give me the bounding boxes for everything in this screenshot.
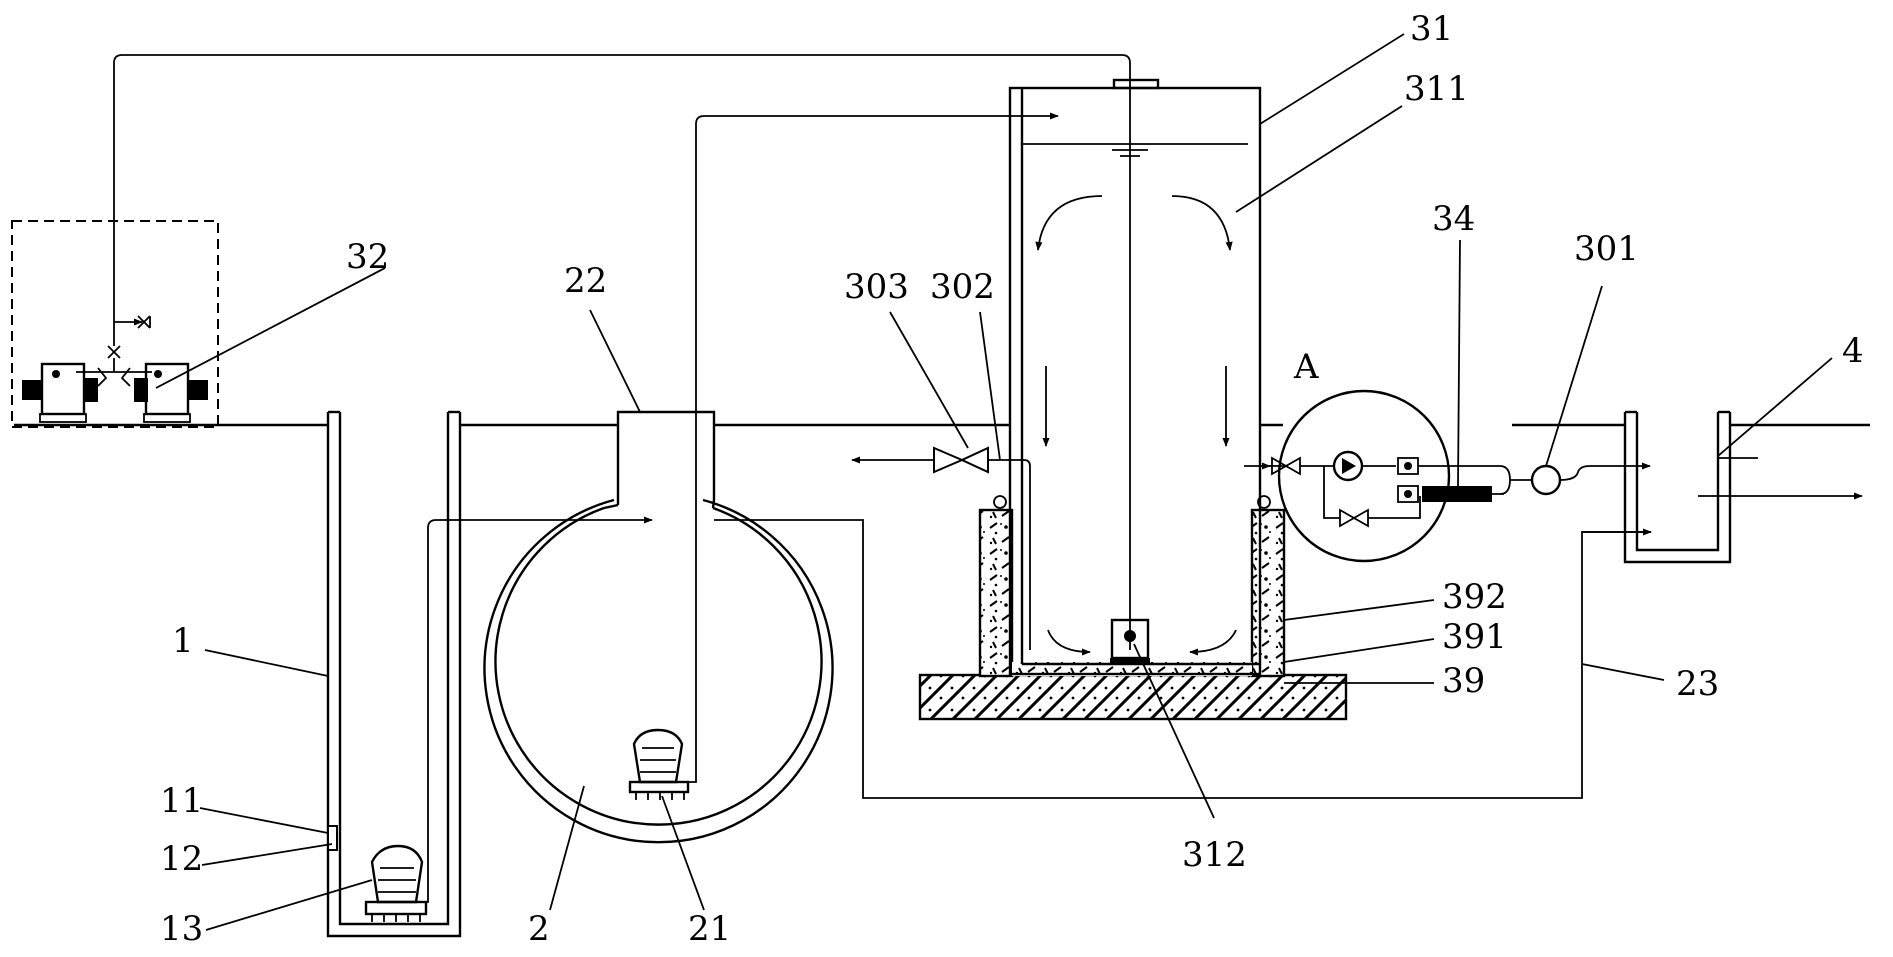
foundation-wall-left [978, 508, 1014, 678]
dosing-unit [11, 220, 219, 428]
label-21: 21 [688, 909, 731, 949]
left-outlet-pipe [988, 459, 1031, 650]
valve-303 [933, 446, 989, 474]
label-302: 302 [930, 267, 995, 307]
sump-outlet-pipe [422, 516, 653, 903]
labels: 1 11 12 13 2 21 22 23 31 311 312 32 34 3… [160, 9, 1864, 949]
dosing-pump-right [120, 362, 208, 423]
main-tank [1008, 78, 1262, 676]
label-23: 23 [1676, 664, 1719, 704]
label-301: 301 [1574, 229, 1639, 269]
flow-swirl-right [1171, 195, 1233, 251]
label-1: 1 [172, 621, 194, 661]
filter-34 [1422, 486, 1492, 502]
foundation-wall-right [1250, 508, 1286, 678]
label-13: 13 [160, 909, 203, 949]
check-valves [1397, 457, 1419, 503]
label-39: 39 [1442, 661, 1485, 701]
detail-a-circle [1277, 389, 1451, 563]
label-11: 11 [160, 781, 203, 821]
label-312: 312 [1182, 835, 1247, 875]
label-34: 34 [1432, 199, 1475, 239]
flow-swirl-left [1035, 195, 1103, 251]
foundation-base [918, 673, 1348, 721]
tank-pump [628, 728, 690, 800]
leader-lines [155, 33, 1833, 931]
control-line [113, 54, 1131, 650]
label-2: 2 [528, 909, 550, 949]
overflow-pipe [714, 519, 1651, 799]
label-392: 392 [1442, 577, 1507, 617]
sump-pump [364, 844, 428, 922]
label-303: 303 [844, 267, 909, 307]
sump-well [326, 410, 462, 938]
label-391: 391 [1442, 617, 1507, 657]
outlet-box [1623, 410, 1732, 564]
circular-tank [483, 410, 834, 844]
label-4: 4 [1842, 331, 1864, 371]
label-311: 311 [1404, 69, 1469, 109]
tank-pump-pipe [686, 112, 1059, 783]
dosing-pump-left [22, 362, 108, 423]
label-31: 31 [1410, 9, 1453, 49]
label-22: 22 [564, 261, 607, 301]
flowmeter-301 [1530, 464, 1562, 496]
label-a: A [1293, 347, 1319, 387]
label-12: 12 [160, 839, 203, 879]
level-sensor [327, 825, 338, 851]
label-32: 32 [346, 237, 389, 277]
